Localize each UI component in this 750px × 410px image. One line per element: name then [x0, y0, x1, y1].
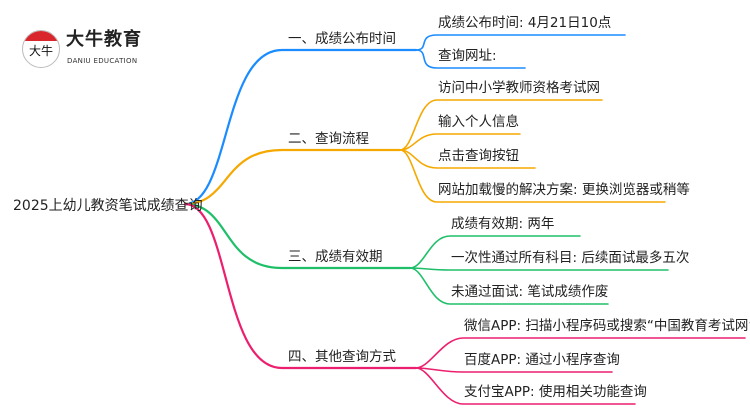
subtopic: 百度APP: 通过小程序查询	[464, 352, 620, 368]
subtopic: 访问中小学教师资格考试网	[438, 80, 600, 96]
subtopic: 支付宝APP: 使用相关功能查询	[464, 384, 647, 400]
branch-connector	[183, 202, 412, 270]
subtopic: 点击查询按钮	[438, 148, 519, 164]
child-connector	[415, 337, 746, 369]
logo-glyph: 大牛	[28, 44, 53, 58]
logo-emblem: 大牛	[22, 30, 60, 68]
branch-topic: 四、其他查询方式	[288, 349, 396, 365]
branch-topic: 一、成绩公布时间	[288, 31, 396, 47]
subtopic: 一次性通过所有科目: 后续面试最多五次	[451, 250, 690, 266]
logo-subtitle: DANIU EDUCATION	[67, 57, 138, 65]
child-connector	[399, 133, 521, 151]
subtopic: 查询网址:	[438, 48, 497, 64]
child-connector	[415, 367, 613, 373]
child-connector	[399, 149, 666, 203]
subtopic: 输入个人信息	[438, 114, 519, 130]
child-connector	[415, 34, 626, 51]
branch-topic: 二、查询流程	[288, 131, 369, 147]
subtopic: 成绩公布时间: 4月21日10点	[438, 15, 612, 31]
daniu-education-logo: 大牛 大牛教育 DANIU EDUCATION	[22, 26, 192, 76]
logo-brand: 大牛教育	[66, 29, 142, 50]
child-connector	[409, 267, 669, 271]
subtopic: 未通过面试: 笔试成绩作废	[451, 284, 609, 300]
subtopic: 微信APP: 扫描小程序码或搜索“中国教育考试网”	[464, 318, 750, 334]
child-connector	[409, 267, 609, 305]
subtopic: 成绩有效期: 两年	[451, 216, 555, 232]
subtopic: 网站加载慢的解决方案: 更换浏览器或稍等	[438, 182, 690, 198]
child-connector	[415, 367, 636, 405]
branch-connector	[183, 202, 418, 370]
child-connector	[415, 49, 526, 69]
branch-connector	[183, 48, 418, 206]
branch-topic: 三、成绩有效期	[288, 249, 383, 265]
root-topic: 2025上幼儿教资笔试成绩查询	[13, 198, 203, 214]
child-connector	[399, 99, 603, 151]
branch-connector	[183, 148, 402, 206]
child-connector	[409, 235, 581, 269]
